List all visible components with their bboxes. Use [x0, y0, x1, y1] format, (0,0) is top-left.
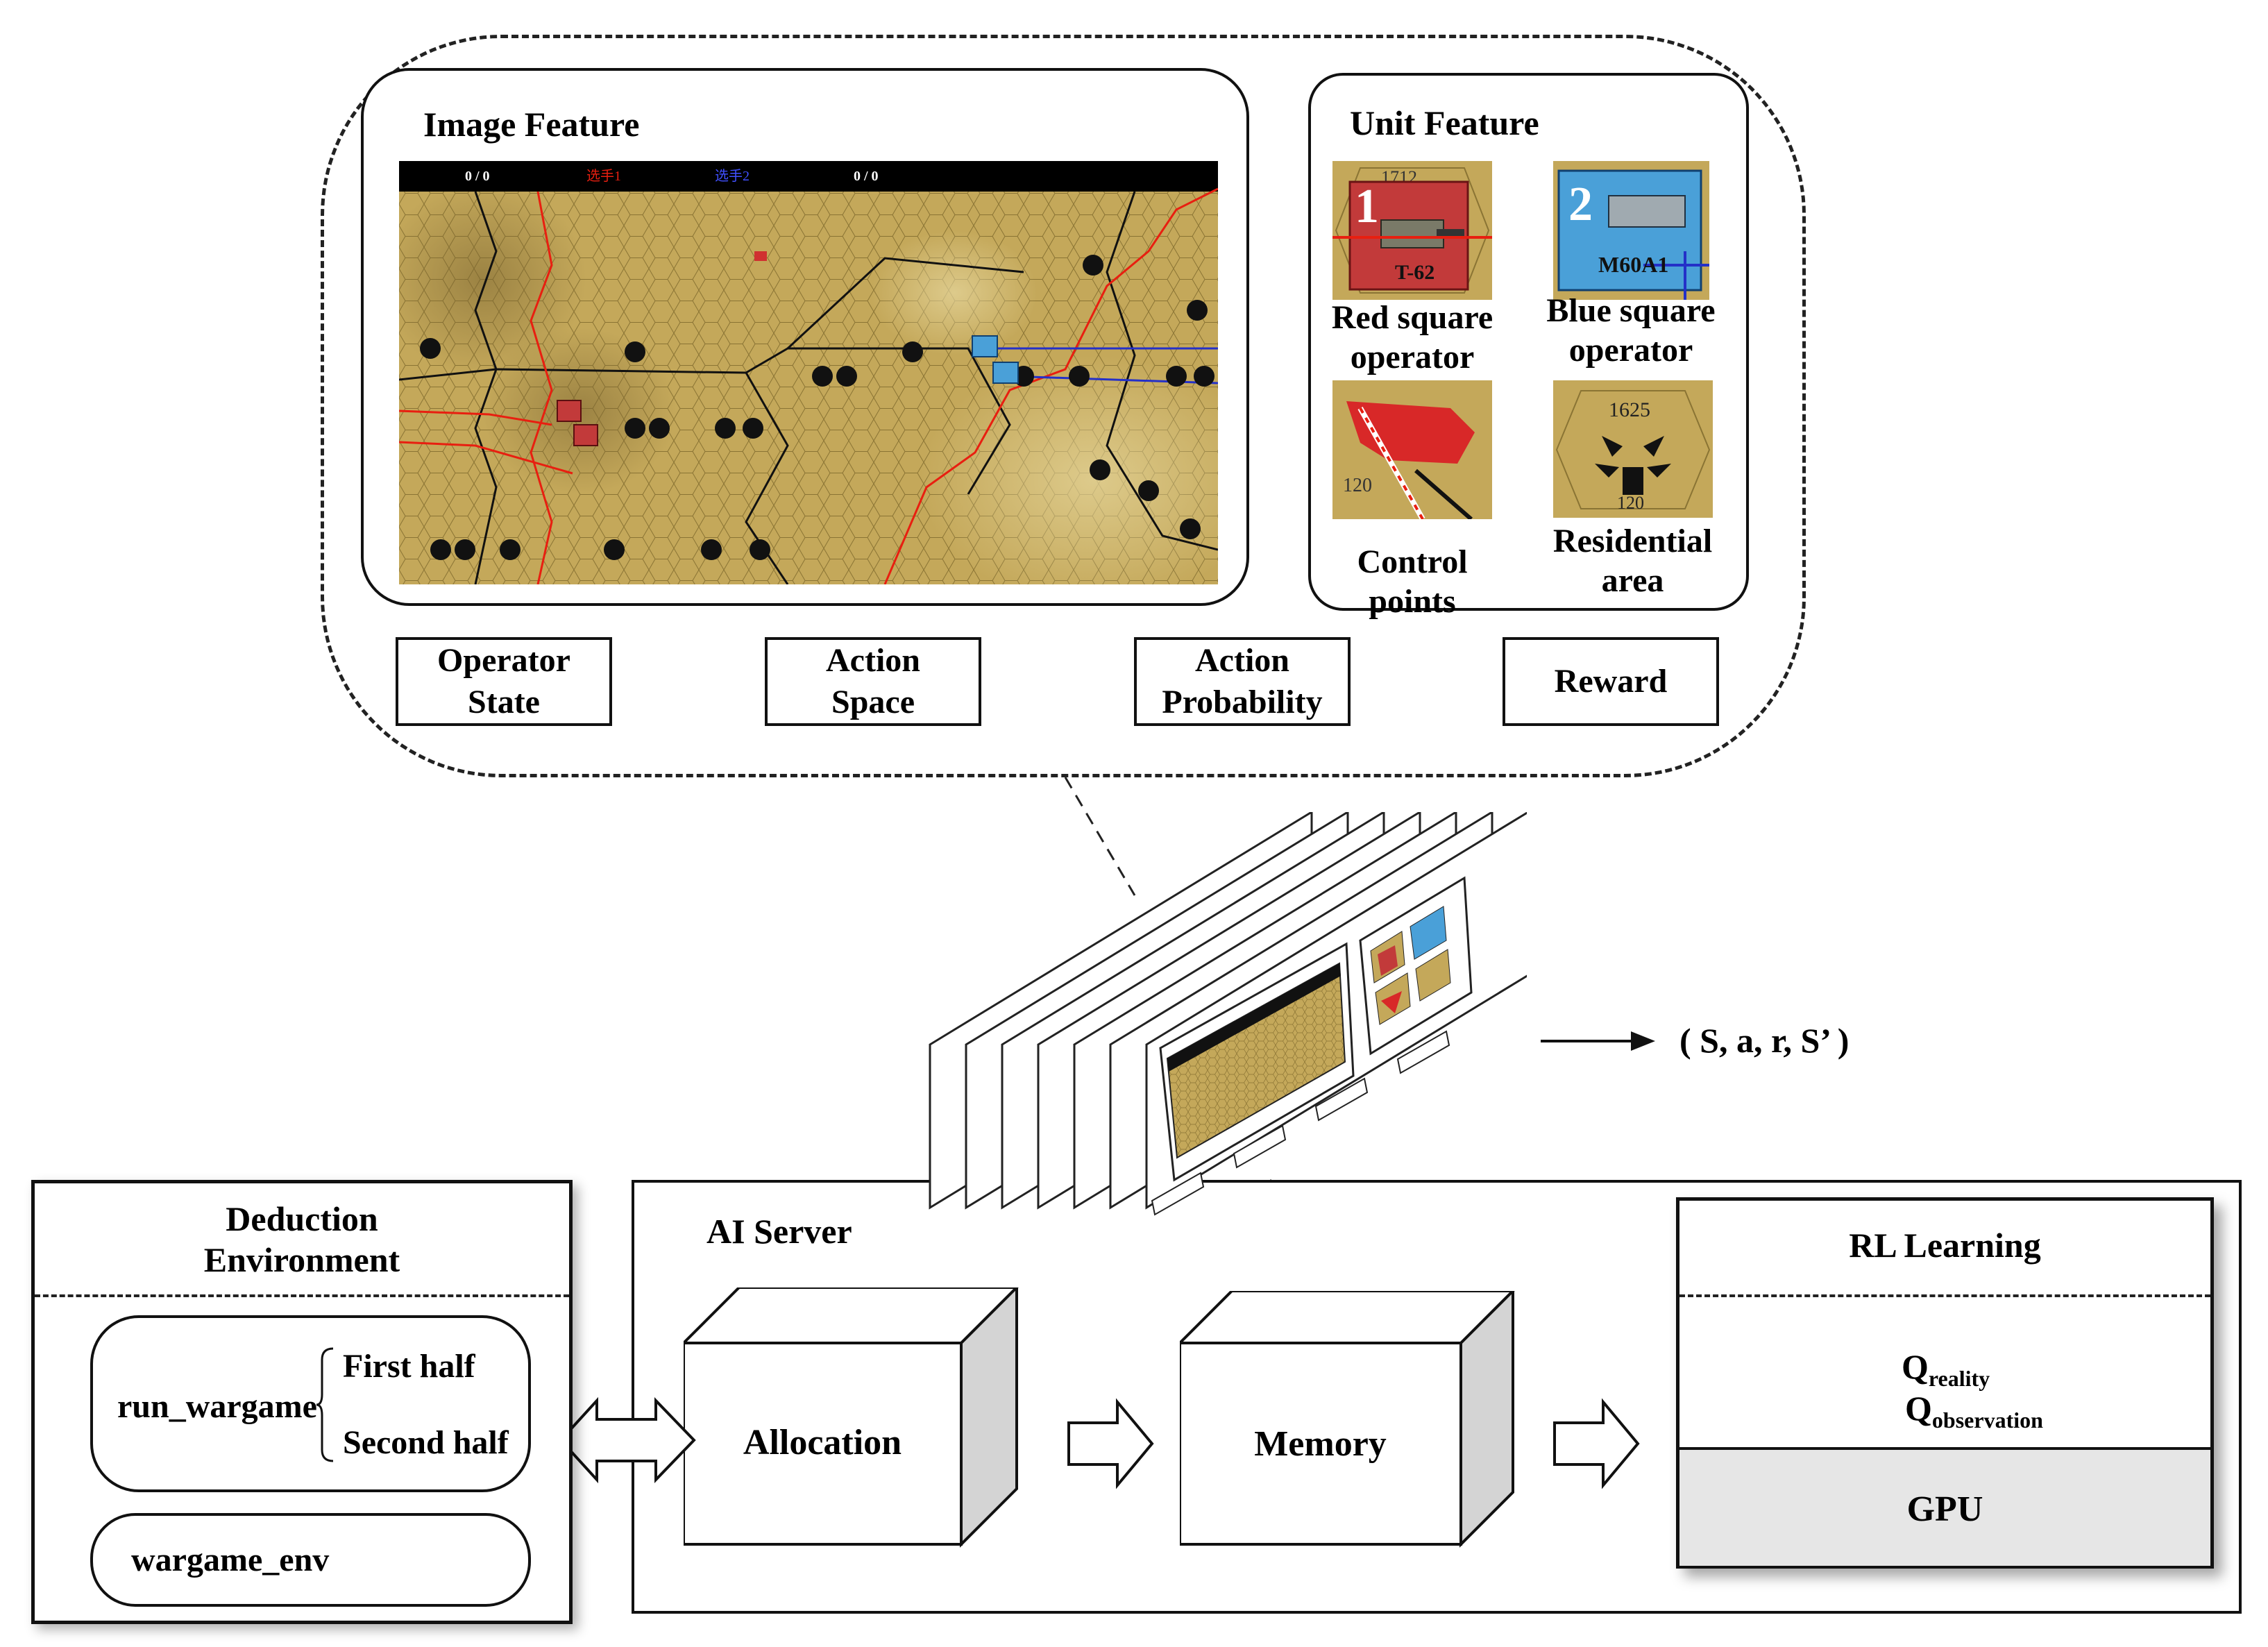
front-frame: [1145, 812, 1527, 1216]
map-region-border: [745, 347, 1011, 495]
q-reality: Qreality: [1902, 1346, 1990, 1392]
action-space-box: Action Space: [765, 637, 981, 726]
blue-unit-token: [972, 335, 998, 357]
arrow-allocation-to-memory: [1067, 1398, 1154, 1489]
red-frontline: [399, 409, 552, 426]
red-square-operator-tile: 1712 1 T-62: [1332, 161, 1492, 300]
red-square-operator-label: Red square operator: [1331, 299, 1493, 375]
image-feature-title: Image Feature: [423, 105, 640, 144]
red-unit-token: [557, 400, 582, 422]
blue-square-code: M60A1: [1598, 252, 1668, 277]
map-region-border: [1106, 191, 1218, 551]
blue-square-badge: 2: [1568, 178, 1593, 231]
reward-label: Reward: [1554, 663, 1668, 700]
wargame-env-label: wargame_env: [131, 1542, 330, 1578]
unit-feature-title: Unit Feature: [1350, 103, 1539, 142]
game-map: 0 / 0 选手1 选手2 0 / 0: [399, 161, 1218, 584]
map-region-border: [786, 257, 1024, 350]
action-probability-label: Action Probability: [1162, 642, 1323, 720]
operator-state-box: Operator State: [396, 637, 612, 726]
residential-hex-number: 1625: [1609, 398, 1650, 421]
map-header-right-score: 0 / 0: [854, 169, 879, 184]
memory-box-3d: [1180, 1291, 1515, 1548]
action-space-label: Action Space: [826, 642, 920, 720]
memory-label: Memory: [1254, 1424, 1387, 1464]
residential-icons: [420, 255, 1215, 560]
game-map-svg: 0 / 0 选手1 选手2 0 / 0: [399, 161, 1218, 584]
red-unit-token: [573, 424, 598, 446]
dashed-connector-top: [1064, 777, 1136, 896]
ai-server-title: AI Server: [706, 1212, 852, 1251]
residential-area-label: Residential area: [1552, 523, 1713, 599]
q-reality-base: Q: [1902, 1347, 1929, 1386]
second-half-label: Second half: [343, 1424, 509, 1461]
map-region-border: [399, 368, 789, 584]
state-representation-panel: [321, 35, 1806, 777]
red-frontline: [883, 187, 1218, 584]
double-arrow: [559, 1396, 696, 1484]
mini-feature-box: [1151, 1172, 1205, 1216]
arrow-memory-to-rl: [1553, 1398, 1640, 1489]
blue-unit-token: [992, 362, 1019, 384]
tuple-arrow-head: [1631, 1031, 1655, 1051]
red-square-badge: 1: [1355, 180, 1379, 233]
deduction-environment-box: Deduction Environment run_wargame First …: [31, 1180, 573, 1624]
residential-area-tile: 1625 120: [1553, 380, 1713, 518]
frame-stack: [929, 812, 1527, 1216]
allocation-label: Allocation: [743, 1423, 902, 1462]
run-wargame-brace: [316, 1347, 334, 1462]
deduction-divider: [35, 1294, 569, 1297]
red-frontline: [530, 191, 553, 584]
q-observation-base: Q: [1905, 1389, 1932, 1428]
residential-icon: [1595, 436, 1671, 495]
run-wargame-label: run_wargame: [117, 1388, 317, 1425]
mini-feature-box: [1396, 1030, 1450, 1074]
deduction-environment-title: Deduction Environment: [203, 1199, 400, 1279]
mini-feature-box: [1233, 1124, 1287, 1169]
map-header-blue-player: 选手2: [715, 168, 750, 184]
red-flag-icon: [1346, 401, 1475, 464]
map-header-bar: [399, 161, 1218, 192]
rl-learning-title: RL Learning: [1849, 1226, 2041, 1265]
mini-map: [1166, 962, 1346, 1159]
residential-code: 120: [1617, 493, 1644, 513]
map-header-red-player: 选手1: [586, 168, 621, 184]
rl-learning-box: RL Learning Qreality Qobservation GPU: [1676, 1197, 2214, 1569]
allocation-box-3d: [684, 1287, 1019, 1548]
gpu-section: GPU: [1679, 1447, 2210, 1566]
blue-square-operator-tile: 2 M60A1: [1553, 161, 1709, 300]
q-observation-sub: observation: [1931, 1408, 2043, 1433]
q-reality-sub: reality: [1928, 1366, 1990, 1391]
map-header-left-score: 0 / 0: [465, 169, 490, 184]
control-points-tile: 120: [1332, 380, 1492, 519]
reward-box: Reward: [1503, 637, 1719, 726]
control-point-code: 120: [1343, 475, 1372, 496]
gpu-label: GPU: [1906, 1489, 1983, 1529]
wargame-env-box: wargame_env: [90, 1513, 531, 1607]
control-points-label: Control points: [1357, 543, 1468, 620]
mini-feature-box: [1314, 1077, 1369, 1122]
red-square-code: T-62: [1395, 261, 1435, 284]
first-half-label: First half: [343, 1348, 475, 1385]
red-control-flag: [754, 251, 767, 261]
operator-state-label: Operator State: [437, 642, 570, 720]
action-probability-box: Action Probability: [1134, 637, 1351, 726]
red-frontline: [399, 441, 573, 475]
rl-divider: [1679, 1294, 2210, 1297]
transition-tuple: ( S, a, r, S’ ): [1679, 1021, 1850, 1060]
q-observation: Qobservation: [1905, 1388, 2043, 1433]
blue-square-operator-label: Blue square operator: [1546, 292, 1716, 369]
run-wargame-box: run_wargame First half Second half: [90, 1315, 531, 1492]
